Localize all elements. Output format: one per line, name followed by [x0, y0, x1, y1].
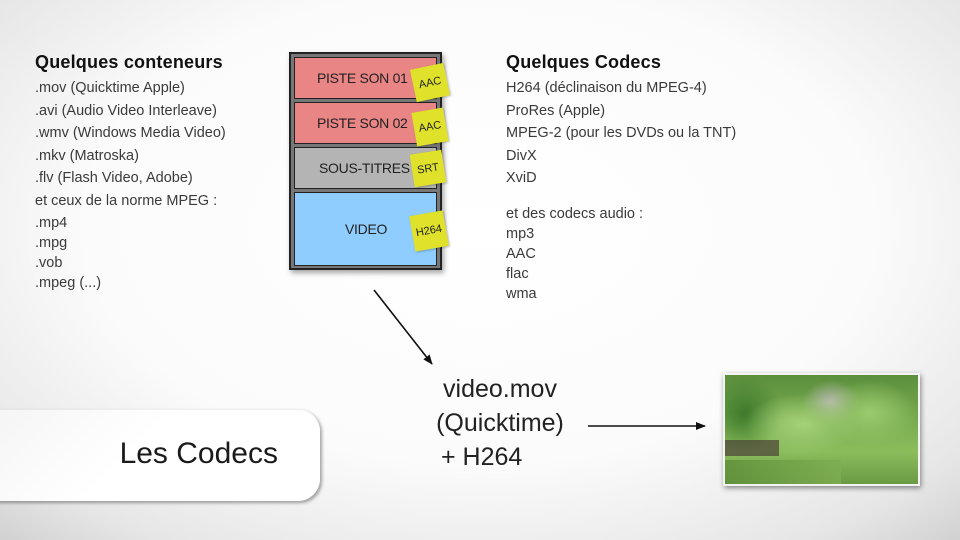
track-label: PISTE SON 01 [317, 70, 408, 86]
result-file-label: video.mov (Quicktime) + H264 [425, 372, 575, 474]
track-label: SOUS-TITRES [319, 160, 410, 176]
container-item: .mp4 [35, 214, 68, 231]
result-container: (Quicktime) [436, 409, 564, 437]
container-item: .vob [35, 254, 63, 271]
result-filename: video.mov [443, 375, 557, 403]
result-codec: + H264 [441, 443, 523, 471]
codecs-heading: Quelques Codecs [506, 52, 662, 72]
slide-title-tab: Les Codecs [0, 409, 320, 501]
photo-wall [725, 440, 780, 456]
track-label: PISTE SON 02 [317, 115, 408, 131]
codec-item: MPEG-2 (pour les DVDs ou la TNT) [506, 125, 737, 142]
photo-lawn [725, 460, 841, 484]
audio-codec-item: mp3 [506, 225, 535, 242]
container-item: .mpeg (...) [35, 274, 102, 291]
codec-tag-aac-2: AAC [411, 107, 449, 147]
track-audio-1: PISTE SON 01 [294, 57, 437, 99]
codec-tag-aac-1: AAC [409, 62, 451, 103]
audio-codec-item: wma [506, 285, 537, 302]
container-item: et ceux de la norme MPEG : [35, 192, 218, 209]
codec-item: H264 (déclinaison du MPEG-4) [506, 80, 707, 96]
container-item: .flv (Flash Video, Adobe) [35, 170, 193, 187]
audio-codec-item: flac [506, 265, 529, 282]
audio-codecs-intro: et des codecs audio : [506, 205, 644, 222]
track-label: VIDEO [345, 221, 388, 237]
slide-title: Les Codecs [119, 437, 278, 470]
codec-item: DivX [506, 147, 537, 164]
container-item: .mov (Quicktime Apple) [35, 80, 185, 96]
codecs-list: Quelques Codecs H264 (déclinaison du MPE… [506, 52, 736, 304]
container-item: .mpg [35, 234, 68, 251]
container-item: .avi (Audio Video Interleave) [35, 102, 217, 119]
containers-heading: Quelques conteneurs [35, 52, 223, 72]
codec-tag-srt: SRT [409, 149, 447, 188]
audio-codec-item: AAC [506, 245, 536, 262]
garden-photo [723, 373, 920, 486]
codec-item: ProRes (Apple) [506, 102, 606, 119]
container-item: .mkv (Matroska) [35, 147, 139, 164]
codec-tag-h264: H264 [409, 210, 449, 252]
codec-item: XviD [506, 170, 537, 187]
containers-list: Quelques conteneurs .mov (Quicktime Appl… [35, 52, 226, 293]
arrow-stack-to-result [373, 289, 433, 365]
container-item: .wmv (Windows Media Video) [35, 125, 226, 142]
